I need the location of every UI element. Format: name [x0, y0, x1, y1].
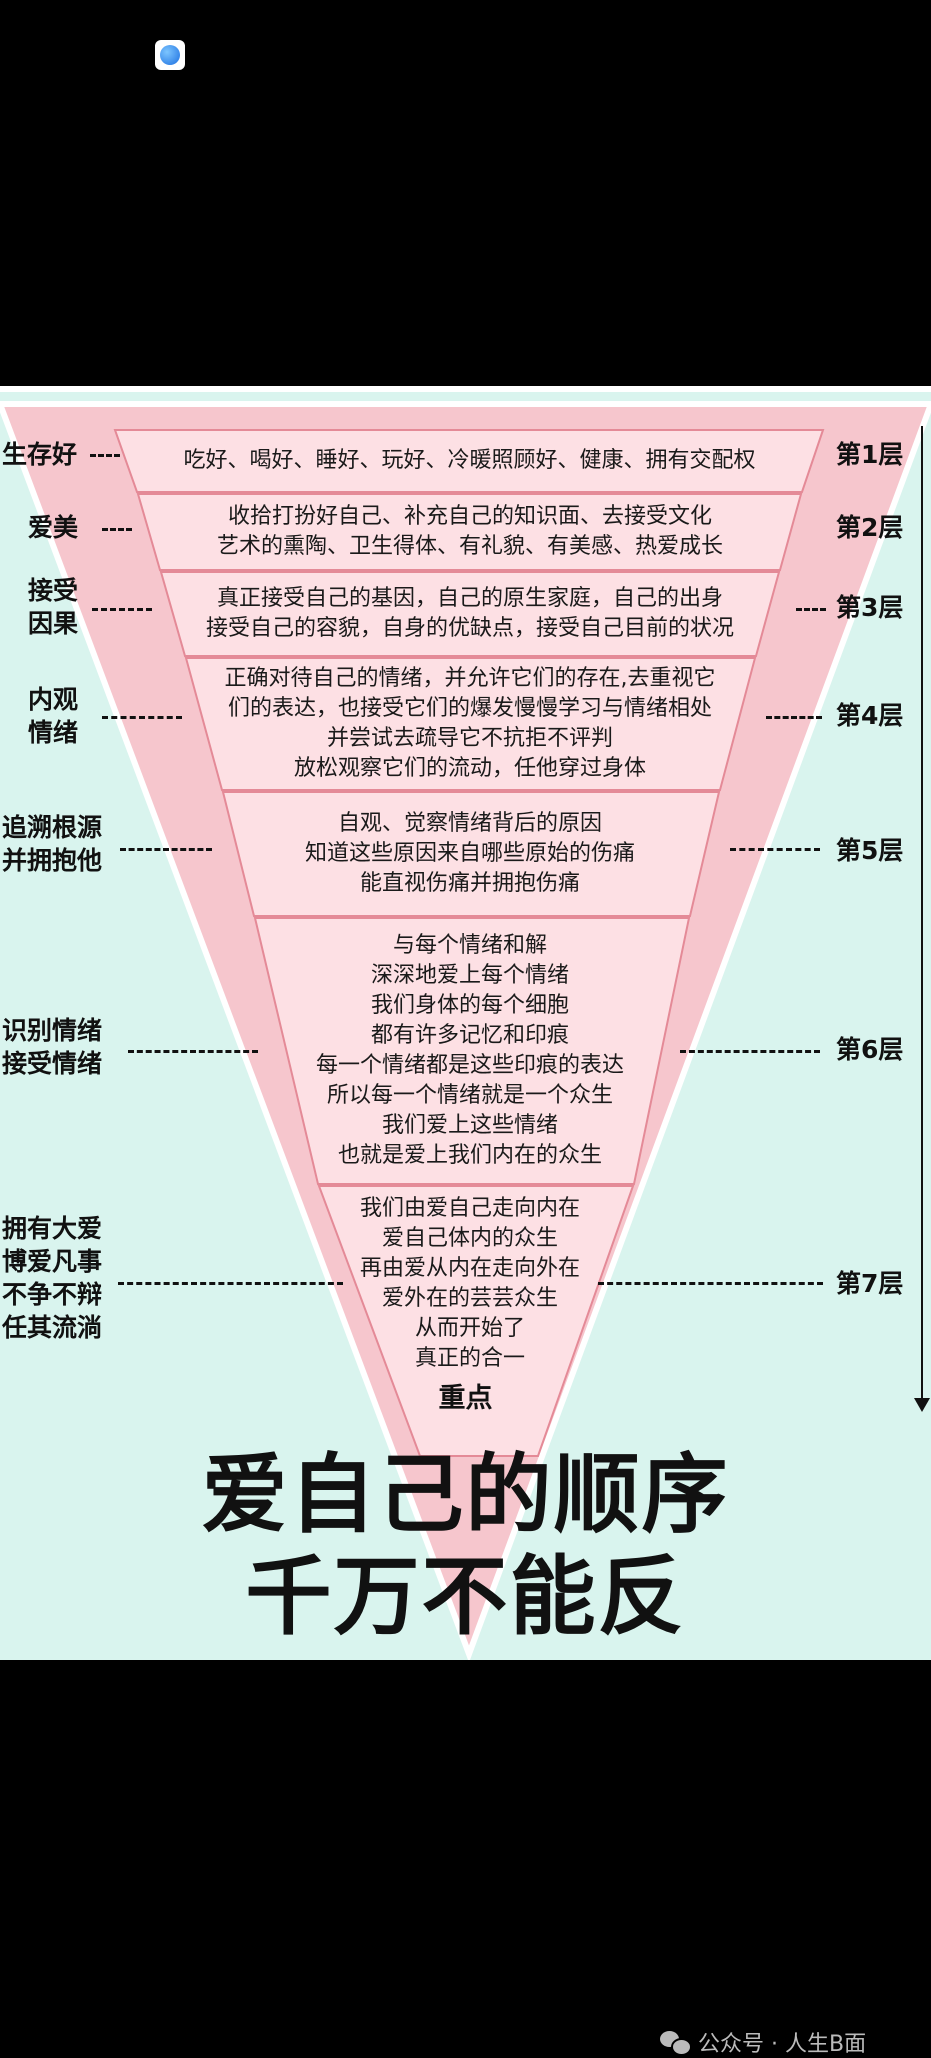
layer-4-line-3: 并尝试去疏导它不抗拒不评判	[326, 726, 613, 751]
layer-4-line-4: 放松观察它们的流动，任他穿过身体	[293, 756, 646, 781]
layer-1-text: 吃好、喝好、睡好、玩好、冷暖照顾好、健康、拥有交配权	[137, 430, 802, 492]
layer-band-2	[136, 493, 803, 571]
layer-5-line-1: 自观、觉察情绪背后的原因	[337, 811, 602, 836]
side-label-6-line-1: 识别情绪	[2, 1016, 103, 1045]
layer-4-line-2: 们的表达，也接受它们的爆发慢慢学习与情绪相处	[227, 696, 712, 721]
watermark: 公众号 · 人生B面	[660, 2026, 866, 2058]
wechat-icon	[660, 2031, 692, 2056]
side-label-7-line-3: 不争不辩	[2, 1280, 103, 1309]
left-dash-4	[102, 716, 182, 719]
right-dash-3	[796, 608, 826, 611]
side-label-6: 识别情绪 接受情绪	[2, 1014, 102, 1080]
side-label-5: 追溯根源 并拥抱他	[2, 811, 102, 877]
layer-7-line-2: 爱自己体内的众生	[381, 1226, 558, 1251]
side-label-2: 爱美	[28, 511, 78, 544]
layer-band-4	[184, 657, 757, 791]
side-label-3-line-1: 接受	[28, 576, 79, 605]
layer-band-1	[113, 429, 825, 493]
side-label-5-line-1: 追溯根源	[2, 813, 103, 842]
side-label-3-line-2: 因果	[28, 609, 79, 638]
side-label-2-line-1: 爱美	[28, 513, 79, 542]
layer-6-line-5: 每一个情绪都是这些印痕的表达	[315, 1053, 624, 1078]
layer-7-line-4: 爱外在的芸芸众生	[381, 1286, 558, 1311]
inverted-triangle	[0, 401, 931, 1660]
layer-number-1: 第1层	[836, 440, 904, 469]
poster-top-border	[0, 386, 931, 392]
layer-2-line-1: 收拾打扮好自己、补充自己的知识面、去接受文化	[227, 504, 712, 529]
layer-band-7	[317, 1185, 635, 1457]
layer-6-line-7: 我们爱上这些情绪	[381, 1113, 558, 1138]
layer-7-line-3: 再由爱从内在走向外在	[359, 1256, 580, 1281]
layer-3-line-1: 真正接受自己的基因，自己的原生家庭，自己的出身	[216, 586, 723, 611]
app-icon[interactable]	[155, 40, 185, 70]
left-dash-3	[92, 608, 152, 611]
left-dash-7	[118, 1282, 343, 1285]
side-label-1: 生存好	[2, 438, 77, 471]
layer-4-text: 正确对待自己的情绪，并允许它们的存在,去重视它 们的表达，也接受它们的爆发慢慢学…	[190, 658, 750, 790]
layer-band-3	[159, 571, 781, 657]
right-dash-4	[766, 716, 822, 719]
layer-number-7: 第7层	[836, 1269, 904, 1298]
side-label-1-line-1: 生存好	[2, 440, 78, 469]
layer-7-line-6: 真正的合一	[414, 1346, 525, 1371]
layer-6-line-6: 所以每一个情绪就是一个众生	[326, 1083, 613, 1108]
side-label-6-line-2: 接受情绪	[2, 1049, 103, 1078]
layer-1-line-1: 吃好、喝好、睡好、玩好、冷暖照顾好、健康、拥有交配权	[183, 448, 756, 473]
layer-number-5: 第5层	[836, 836, 904, 865]
layer-band-5	[221, 791, 721, 917]
slogan-line-1: 爱自己的顺序	[201, 1445, 730, 1545]
layer-6-line-2: 深深地爱上每个情绪	[370, 963, 569, 988]
left-dash-2	[102, 528, 132, 531]
side-label-7-line-4: 任其流淌	[2, 1313, 103, 1342]
direction-arrow-head	[914, 1398, 930, 1412]
layer-5-line-3: 能直视伤痛并拥抱伤痛	[359, 871, 580, 896]
layer-7-line-5: 从而开始了	[414, 1316, 525, 1341]
layer-7-line-1: 我们由爱自己走向内在	[359, 1196, 580, 1221]
layer-6-line-1: 与每个情绪和解	[392, 933, 547, 958]
layer-5-text: 自观、觉察情绪背后的原因 知道这些原因来自哪些原始的伤痛 能直视伤痛并拥抱伤痛	[240, 792, 700, 916]
layer-2-text: 收拾打扮好自己、补充自己的知识面、去接受文化 艺术的熏陶、卫生得体、有礼貌、有美…	[160, 494, 780, 570]
layer-number-4: 第4层	[836, 701, 904, 730]
watermark-text: 公众号 · 人生B面	[698, 2032, 867, 2057]
side-label-5-line-2: 并拥抱他	[2, 846, 103, 875]
layer-2-line-2: 艺术的熏陶、卫生得体、有礼貌、有美感、热爱成长	[216, 534, 723, 559]
layer-3-text: 真正接受自己的基因，自己的原生家庭，自己的出身 接受自己的容貌，自身的优缺点，接…	[170, 572, 770, 656]
layer-5-line-2: 知道这些原因来自哪些原始的伤痛	[304, 841, 635, 866]
side-label-7-line-1: 拥有大爱	[2, 1214, 103, 1243]
side-label-4-line-2: 情绪	[28, 718, 79, 747]
side-label-3: 接受 因果	[28, 574, 78, 640]
direction-arrow-line	[921, 426, 923, 1401]
layer-number-3: 第3层	[836, 593, 904, 622]
right-dash-5	[730, 848, 820, 851]
layer-6-line-3: 我们身体的每个细胞	[370, 993, 569, 1018]
layer-6-line-8: 也就是爱上我们内在的众生	[337, 1143, 602, 1168]
side-label-4: 内观 情绪	[28, 683, 78, 749]
layer-band-6	[253, 917, 691, 1185]
layer-number-2: 第2层	[836, 513, 904, 542]
side-label-7-line-2: 博爱凡事	[2, 1247, 103, 1276]
slogan-line-2: 千万不能反	[245, 1547, 686, 1647]
side-label-4-line-1: 内观	[28, 685, 79, 714]
key-point-label: 重点	[438, 1383, 493, 1414]
left-dash-6	[128, 1050, 258, 1053]
layer-6-text: 与每个情绪和解 深深地爱上每个情绪 我们身体的每个细胞 都有许多记忆和印痕 每一…	[280, 918, 660, 1184]
side-label-7: 拥有大爱 博爱凡事 不争不辩 任其流淌	[2, 1212, 102, 1344]
layer-6-line-4: 都有许多记忆和印痕	[370, 1023, 569, 1048]
pyramid-poster: 吃好、喝好、睡好、玩好、冷暖照顾好、健康、拥有交配权 收拾打扮好自己、补充自己的…	[0, 386, 931, 1660]
right-dash-7	[598, 1282, 823, 1285]
layer-7-text: 我们由爱自己走向内在 爱自己体内的众生 再由爱从内在走向外在 爱外在的芸芸众生 …	[330, 1188, 610, 1380]
left-dash-1	[90, 454, 120, 457]
layer-number-6: 第6层	[836, 1035, 904, 1064]
layer-3-line-2: 接受自己的容貌，自身的优缺点，接受自己目前的状况	[205, 616, 734, 641]
left-dash-5	[120, 848, 212, 851]
layer-4-line-1: 正确对待自己的情绪，并允许它们的存在,去重视它	[224, 666, 716, 691]
right-dash-6	[680, 1050, 820, 1053]
